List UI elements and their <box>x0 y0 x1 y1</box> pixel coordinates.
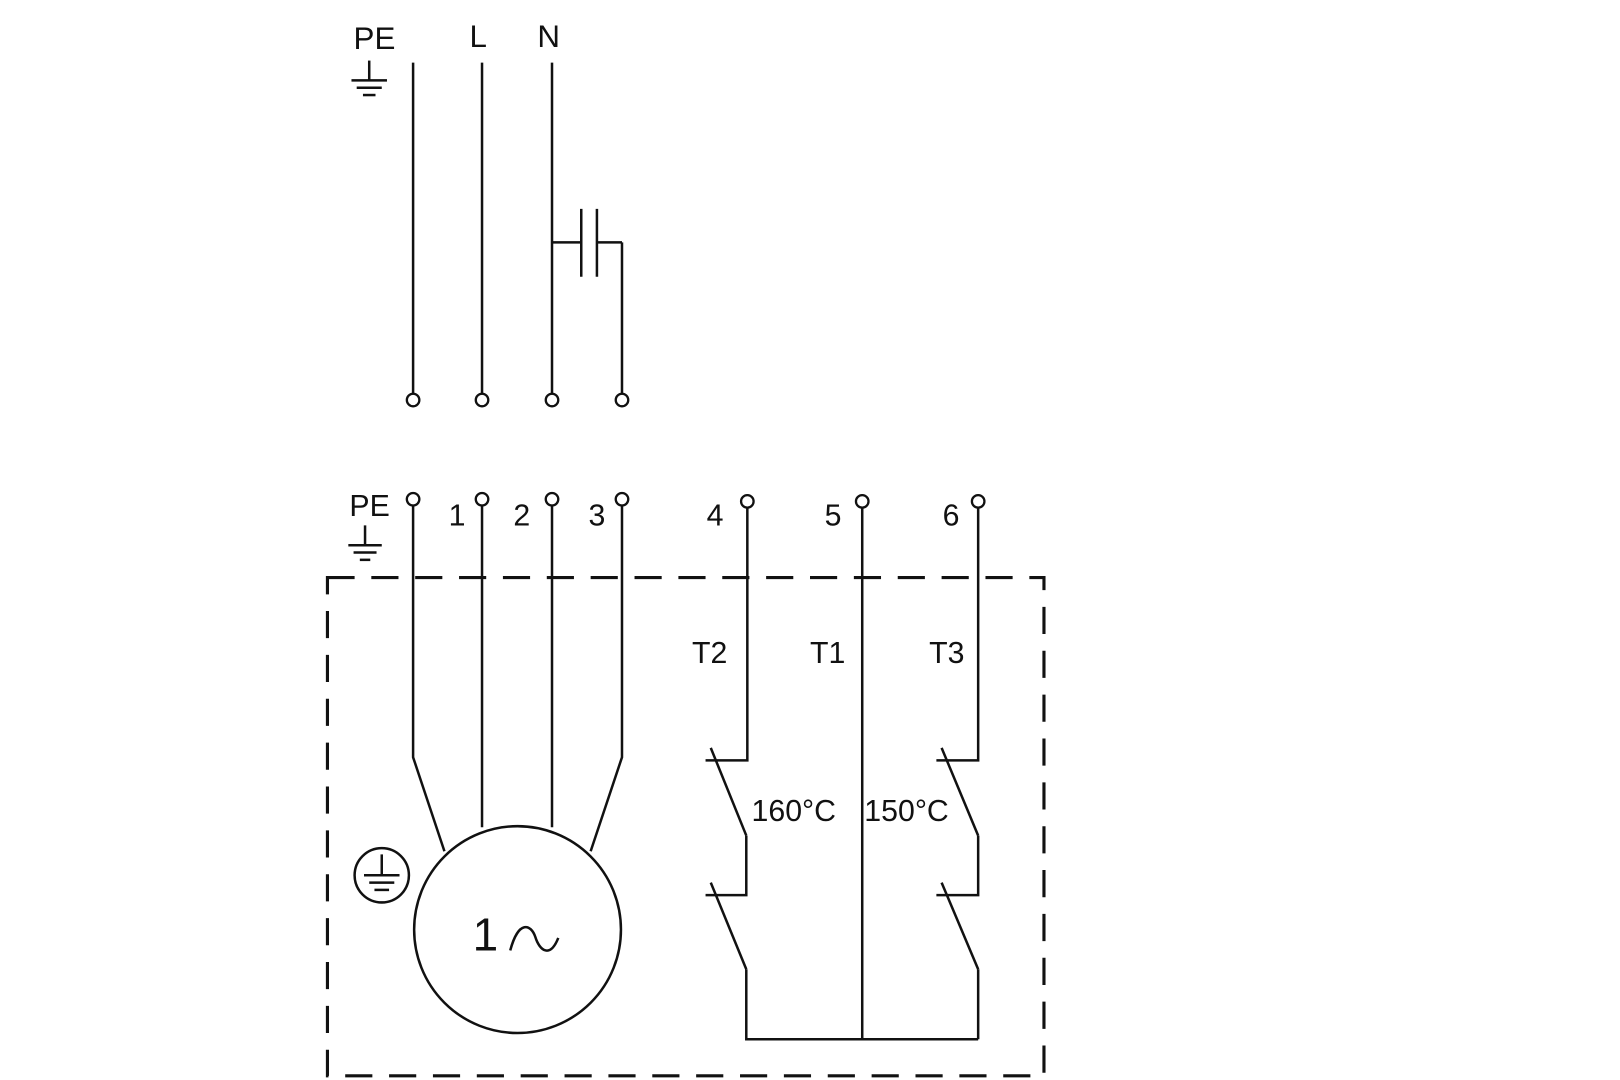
terminal-5-label: 5 <box>825 499 842 532</box>
supply-terminal-n <box>544 392 560 408</box>
terminal-6-label: 6 <box>943 499 960 532</box>
thermostat-t2 <box>705 507 979 1041</box>
thermostat-t3 <box>936 507 980 1040</box>
t3-label: T3 <box>929 637 964 670</box>
enclosure-boundary <box>325 576 1046 1078</box>
motor-phase-label: 1 <box>473 908 499 960</box>
terminal-block: PE 1 2 3 4 5 6 <box>348 490 960 562</box>
terminal-1-label: 1 <box>449 499 466 532</box>
terminal-2-label: 2 <box>513 499 530 532</box>
t1-label: T1 <box>810 637 845 670</box>
terminal-3-label: 3 <box>589 499 606 532</box>
supply-l-label: L <box>469 19 486 54</box>
supply-n-label: N <box>537 19 560 54</box>
protective-earth-icon <box>353 846 411 904</box>
motor-wiring <box>405 491 630 852</box>
ground-icon <box>351 60 387 97</box>
ac-wave-icon <box>509 925 560 952</box>
thermal-protection: T2 T1 T3 160°C 150°C <box>692 493 986 1041</box>
supply-pe-label: PE <box>354 21 396 56</box>
t2-label: T2 <box>692 637 727 670</box>
temp-150-label: 150°C <box>864 795 949 828</box>
terminal-ground-icon <box>348 525 382 562</box>
supply-section: PE L N <box>351 19 630 408</box>
supply-terminal-pe <box>405 392 421 408</box>
terminal-4-label: 4 <box>707 499 724 532</box>
motor: 1 <box>412 824 623 1035</box>
capacitor-icon <box>552 208 624 394</box>
supply-terminal-l <box>474 392 490 408</box>
motor-circle <box>412 824 623 1035</box>
terminal-pe-label: PE <box>349 490 389 523</box>
supply-terminal-cap <box>614 392 630 408</box>
temp-160-label: 160°C <box>752 795 837 828</box>
